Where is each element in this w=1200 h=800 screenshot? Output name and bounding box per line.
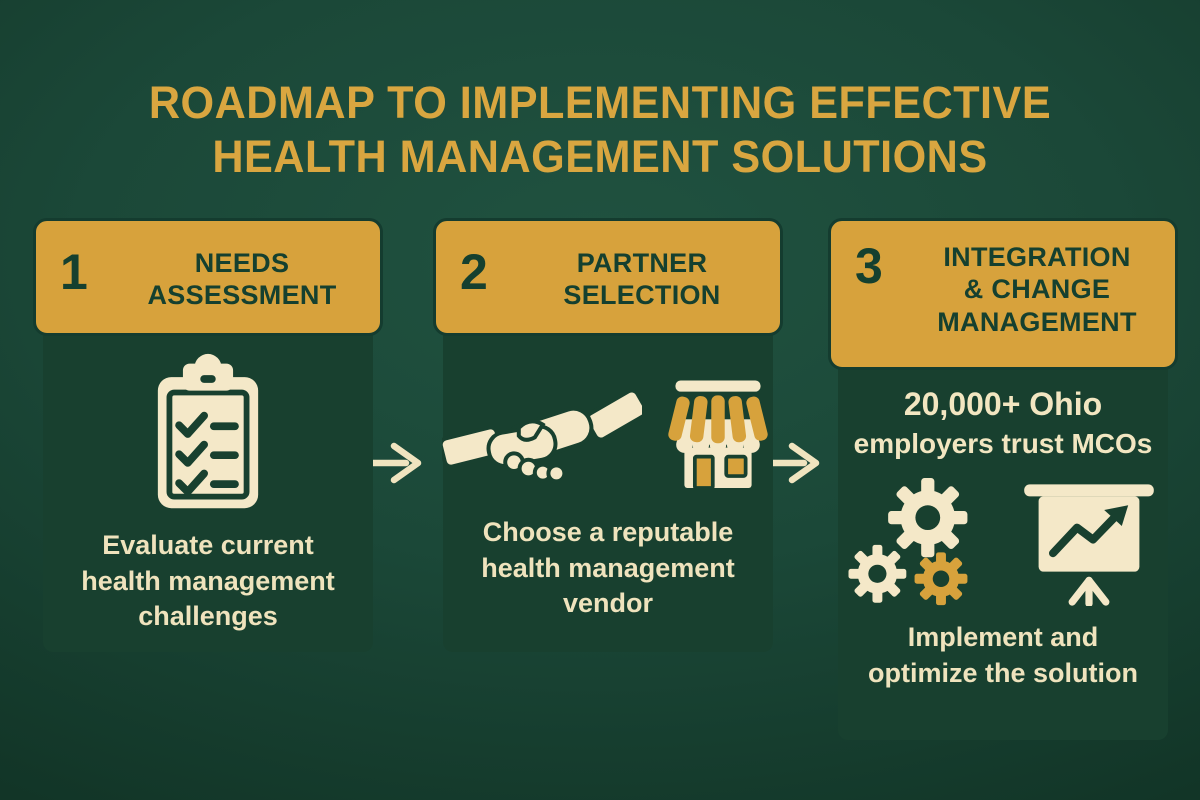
- step-1-description: Evaluate current health management chall…: [81, 530, 335, 632]
- step-3-stat: 20,000+ Ohio employers trust MCOs: [854, 384, 1153, 462]
- step-panel-3: 3 INTEGRATION & CHANGE MANAGEMENT 20,000…: [828, 218, 1178, 740]
- handshake-icon: [442, 388, 642, 484]
- step-1-number: 1: [60, 244, 88, 300]
- step-panel-1: 1 NEEDS ASSESSMENT Eval: [33, 218, 383, 652]
- step-3-header: 3 INTEGRATION & CHANGE MANAGEMENT: [828, 218, 1178, 370]
- step-2-description: Choose a reputable health management ven…: [481, 517, 735, 619]
- page-title-line2: HEALTH MANAGEMENT SOLUTIONS: [212, 131, 988, 183]
- step-3-stat-line2: employers trust MCOs: [853, 427, 1153, 459]
- step-3-heading: INTEGRATION & CHANGE MANAGEMENT: [937, 242, 1137, 337]
- step-1-header: 1 NEEDS ASSESSMENT: [33, 218, 383, 336]
- step-2-heading: PARTNER SELECTION: [563, 248, 721, 311]
- step-3-stat-line1: 20,000+ Ohio: [903, 386, 1103, 422]
- step-panel-2: 2 PARTNER SELECTION: [433, 218, 783, 652]
- growth-presentation-icon: [1024, 484, 1154, 606]
- step-2-header: 2 PARTNER SELECTION: [433, 218, 783, 336]
- page-title-line1: ROADMAP TO IMPLEMENTING EFFECTIVE: [148, 77, 1052, 129]
- step-2-body: Choose a reputable health management ven…: [442, 330, 773, 652]
- step-3-description: Implement and optimize the solution: [868, 621, 1138, 688]
- clipboard-checklist-icon: [157, 353, 259, 509]
- storefront-icon: [668, 380, 768, 490]
- step-1-body: Evaluate current health management chall…: [43, 330, 373, 652]
- step-3-body: 20,000+ Ohio employers trust MCOs: [838, 364, 1168, 740]
- gears-icon: [848, 477, 968, 606]
- step-1-heading: NEEDS ASSESSMENT: [147, 248, 337, 311]
- step-3-number: 3: [855, 238, 883, 294]
- step-2-number: 2: [460, 244, 488, 300]
